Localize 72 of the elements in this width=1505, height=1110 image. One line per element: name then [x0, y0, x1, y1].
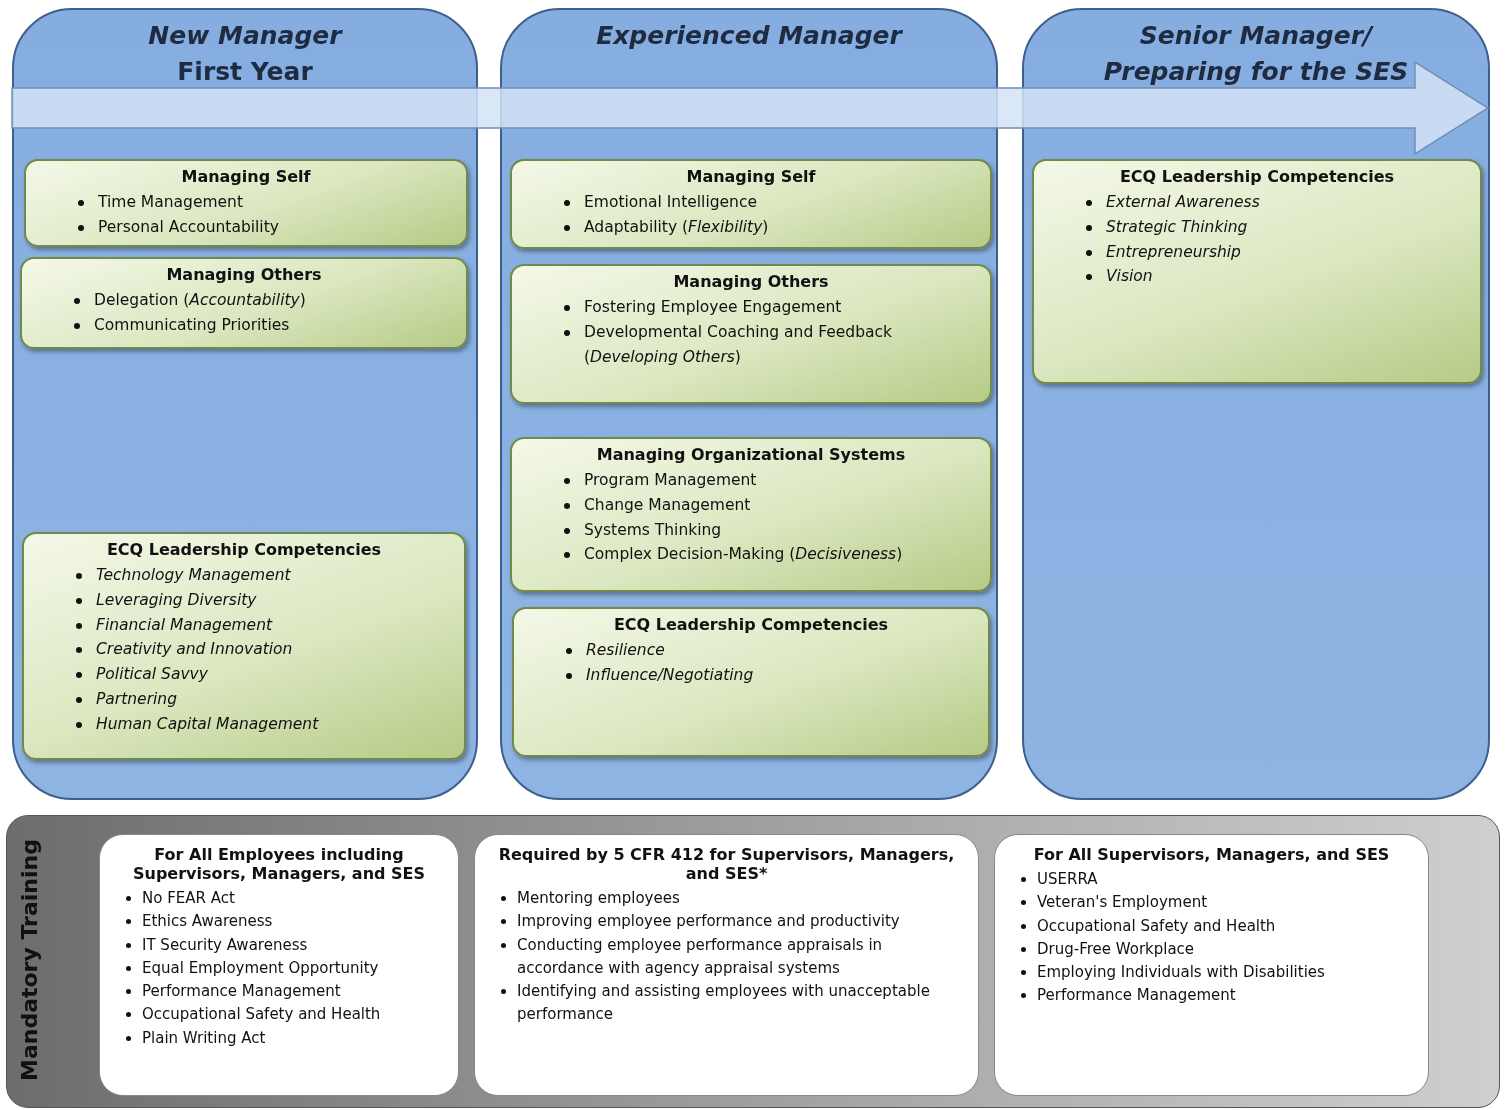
competency-box: [510, 437, 992, 592]
bullet-item: Occupational Safety and Health: [1037, 916, 1276, 935]
bullet-item: Technology Management: [96, 566, 291, 584]
box-heading: For All Employees including Supervisors, Managers, and SES: [131, 845, 427, 883]
competency-box: [20, 257, 468, 349]
box-heading: For All Supervisors, Managers, and SES: [1032, 845, 1391, 864]
box-heading: ECQ Leadership Competencies: [105, 540, 383, 559]
box-heading: Required by 5 CFR 412 for Supervisors, Managers, and SES*: [497, 845, 956, 883]
bullet-item: Veteran's Employment: [1037, 893, 1208, 912]
bullet-item: Influence/Negotiating: [586, 665, 754, 684]
column-heading: New Manager First Year: [147, 20, 344, 89]
bullet-item: Adaptability (Flexibility): [584, 217, 769, 236]
bullet-item: Ethics Awareness: [142, 912, 273, 931]
bullet-item: Political Savvy: [96, 665, 208, 684]
box-heading: Managing Organizational Systems: [595, 445, 907, 464]
bullet-item: Personal Accountability: [98, 217, 279, 236]
bullet-item: Performance Management: [1037, 986, 1236, 1005]
bullet-item: Human Capital Management: [96, 714, 319, 733]
box-heading: Managing Others: [672, 272, 830, 291]
training-box: [474, 834, 979, 1096]
bullet-item: Time Management: [98, 193, 243, 211]
bullet-item: Leveraging Diversity: [96, 590, 257, 609]
bullet-item: Change Management: [584, 495, 751, 514]
competency-box: [1032, 159, 1482, 384]
box-heading: Managing Others: [165, 265, 323, 284]
bullet-item: Entrepreneurship: [1106, 242, 1241, 261]
bullet-item: Strategic Thinking: [1106, 217, 1248, 236]
bullet-item: Creativity and Innovation: [96, 640, 293, 659]
bullet-item: Communicating Priorities: [94, 315, 290, 334]
column-heading: Senior Manager/ Preparing for the SES: [1102, 20, 1410, 89]
competency-box: [22, 532, 466, 760]
bullet-item: Vision: [1106, 267, 1153, 286]
bullet-item: IT Security Awareness: [142, 935, 308, 954]
bullet-item: Drug-Free Workplace: [1037, 939, 1195, 958]
bullet-item: Employing Individuals with Disabilities: [1037, 963, 1325, 981]
training-box: [99, 834, 459, 1096]
box-heading: ECQ Leadership Competencies: [1118, 167, 1396, 186]
bullet-item: Equal Employment Opportunity: [142, 958, 379, 977]
competency-box: [510, 159, 992, 249]
column-heading: Experienced Manager: [595, 20, 904, 52]
bullet-item: USERRA: [1037, 870, 1098, 888]
band-title: Mandatory Training: [17, 838, 42, 1083]
bullet-item: Identifying and assisting employees with unacceptable performance: [517, 982, 930, 1024]
box-heading: Managing Self: [685, 167, 817, 186]
bullet-item: Program Management: [584, 471, 757, 489]
bullet-item: Conducting employee performance appraisals in accordance with agency appraisal systems: [517, 935, 883, 977]
career-stage-column: [1022, 8, 1490, 800]
bullet-item: Partnering: [96, 690, 177, 708]
bullet-item: Plain Writing Act: [142, 1028, 266, 1047]
box-heading: Managing Self: [180, 167, 312, 186]
bullet-item: No FEAR Act: [142, 889, 235, 907]
bullet-item: External Awareness: [1106, 193, 1260, 211]
career-stage-column: [12, 8, 478, 800]
bullet-item: Systems Thinking: [584, 520, 722, 539]
box-heading: ECQ Leadership Competencies: [612, 615, 890, 634]
career-stage-column: [500, 8, 998, 800]
bullet-item: Performance Management: [142, 982, 341, 1000]
training-band: [6, 815, 1500, 1108]
bullet-item: Fostering Employee Engagement: [584, 298, 842, 316]
bullet-item: Occupational Safety and Health: [142, 1005, 381, 1024]
bullet-item: Financial Management: [96, 615, 273, 634]
bullet-item: Resilience: [586, 641, 665, 659]
bullet-item: Complex Decision-Making (Decisiveness): [584, 545, 903, 564]
competency-box: [512, 607, 990, 757]
bullet-item: Delegation (Accountability): [94, 291, 306, 309]
bullet-item: Improving employee performance and productivity: [517, 912, 900, 931]
training-box: [994, 834, 1429, 1096]
bullet-item: Mentoring employees: [517, 889, 680, 907]
competency-box: [510, 264, 992, 404]
competency-box: [24, 159, 468, 247]
bullet-item: Developmental Coaching and Feedback (Developing Others): [584, 322, 893, 366]
bullet-item: Emotional Intelligence: [584, 193, 757, 211]
